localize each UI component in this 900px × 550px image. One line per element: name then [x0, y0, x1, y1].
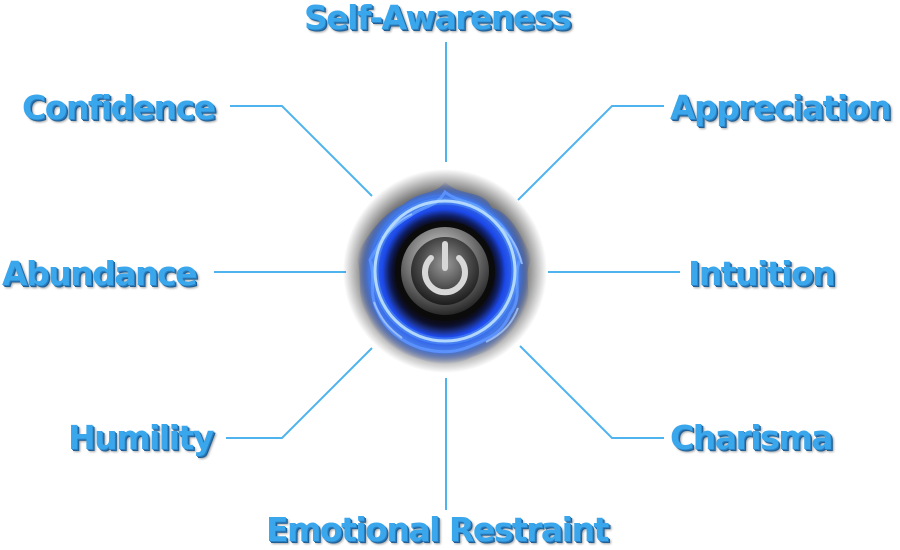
power-button-hub[interactable]	[342, 168, 548, 374]
label-charisma: Charisma	[670, 418, 833, 457]
label-confidence: Confidence	[22, 88, 216, 127]
power-icon	[422, 241, 468, 296]
connector-charisma	[519, 345, 664, 439]
label-appreciation: Appreciation	[670, 88, 891, 127]
label-humility: Humility	[68, 418, 214, 457]
glow-ring	[373, 199, 517, 343]
connector-confidence	[230, 105, 373, 197]
label-abundance: Abundance	[2, 254, 197, 293]
connector-humility	[226, 347, 373, 439]
label-self-awareness: Self-Awareness	[304, 0, 572, 37]
label-emotional-restraint: Emotional Restraint	[266, 510, 609, 549]
connector-appreciation	[517, 105, 664, 201]
label-intuition: Intuition	[688, 254, 836, 293]
